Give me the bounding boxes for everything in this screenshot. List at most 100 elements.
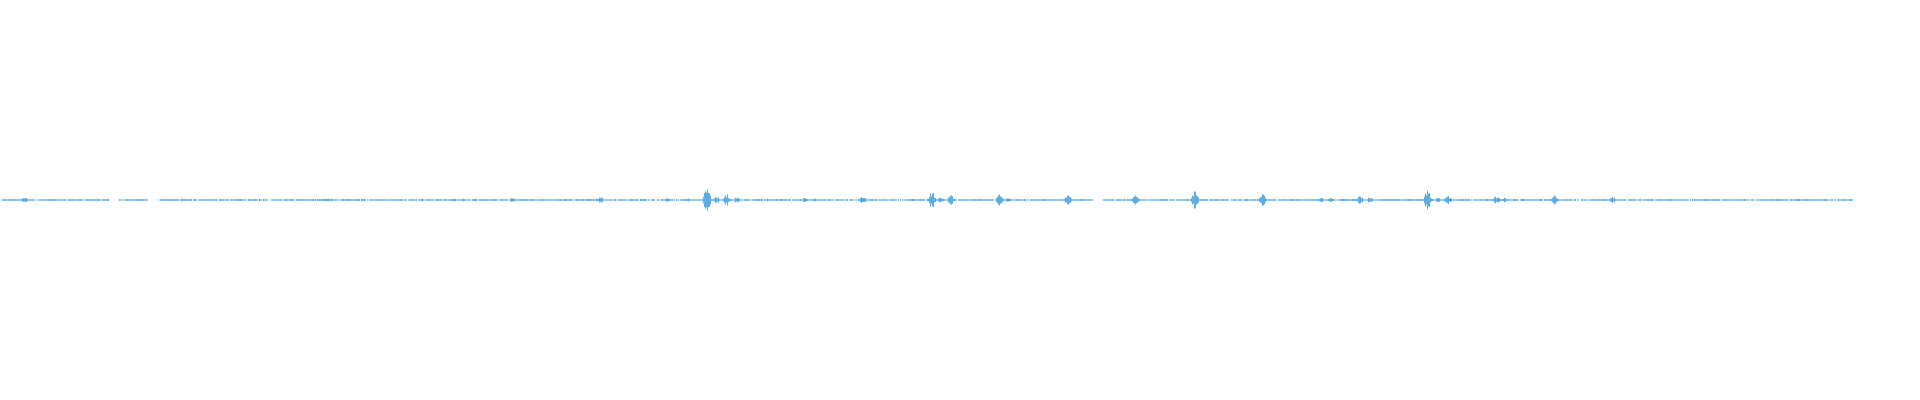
waveform-segment xyxy=(937,197,947,203)
waveform-segment xyxy=(1240,199,1249,201)
waveform-segment xyxy=(645,199,655,201)
waveform-segment xyxy=(392,199,402,201)
waveform-segment xyxy=(1707,199,1717,201)
waveform-segment xyxy=(129,199,139,201)
waveform-segment xyxy=(1648,199,1658,201)
waveform-segment xyxy=(664,198,674,202)
waveform-segment xyxy=(1161,199,1171,201)
waveform-segment xyxy=(470,199,480,201)
waveform-segment xyxy=(1697,199,1707,201)
waveform-segment xyxy=(119,199,129,201)
waveform-segment xyxy=(246,199,256,201)
waveform-segment xyxy=(657,199,665,201)
waveform-segment xyxy=(1736,199,1746,201)
waveform-segment xyxy=(596,197,606,203)
waveform-segment xyxy=(801,197,811,203)
waveform-segment xyxy=(617,199,626,201)
waveform-segment xyxy=(1687,199,1697,201)
waveform-segment xyxy=(198,199,207,201)
waveform-segment xyxy=(713,196,723,204)
waveform-segment xyxy=(294,199,304,201)
waveform-segment xyxy=(90,198,100,202)
waveform-segment xyxy=(1181,199,1191,201)
waveform-segment xyxy=(1775,199,1785,201)
waveform-segment xyxy=(421,199,431,201)
waveform-segment xyxy=(772,199,782,201)
waveform-segment xyxy=(343,199,353,201)
waveform-segment xyxy=(958,199,967,201)
waveform-segment xyxy=(830,199,840,201)
waveform-segment xyxy=(908,199,918,201)
waveform-segment xyxy=(41,199,51,201)
waveform-segment xyxy=(1064,195,1074,205)
waveform-segment xyxy=(333,199,343,201)
waveform-segment xyxy=(479,199,489,201)
waveform-segment xyxy=(1493,196,1503,204)
waveform-segment xyxy=(60,199,70,201)
waveform-segment xyxy=(1619,199,1628,201)
waveform-segment xyxy=(1035,199,1045,201)
waveform-segment xyxy=(411,199,421,201)
waveform-segment xyxy=(51,199,61,201)
waveform-segment xyxy=(265,199,275,201)
waveform-segment xyxy=(1210,199,1220,201)
waveform-segment xyxy=(304,199,314,201)
waveform-segment xyxy=(1757,199,1766,201)
waveform-segment xyxy=(703,189,713,211)
waveform-segment xyxy=(859,197,869,203)
waveform-segment xyxy=(2,199,12,201)
waveform-segment xyxy=(528,199,537,201)
waveform-segment xyxy=(966,199,976,201)
waveform-segment xyxy=(499,199,508,201)
waveform-segment xyxy=(1434,198,1444,202)
waveform-segment xyxy=(1717,199,1727,201)
waveform-segment xyxy=(431,199,441,201)
waveform-segment xyxy=(21,198,31,202)
waveform-segment xyxy=(1327,198,1337,202)
waveform-segment xyxy=(1668,199,1678,201)
waveform-segment xyxy=(1658,199,1668,201)
waveform-segment xyxy=(187,199,197,201)
waveform-segment xyxy=(1765,199,1775,201)
waveform-segment xyxy=(168,199,178,201)
waveform-segment xyxy=(1454,199,1464,201)
waveform-segment xyxy=(1231,199,1240,201)
waveform-segment xyxy=(733,197,743,203)
waveform-segment xyxy=(1083,199,1093,201)
waveform-segment xyxy=(255,199,265,201)
waveform-segment xyxy=(460,198,470,202)
waveform-segment xyxy=(1385,199,1395,201)
waveform-segment xyxy=(1307,199,1317,201)
waveform-segment xyxy=(1152,199,1162,201)
waveform-segment xyxy=(781,199,791,201)
waveform-segment xyxy=(1122,199,1132,201)
waveform-segment xyxy=(1220,199,1229,201)
waveform-segment xyxy=(996,194,1006,206)
waveform-segment xyxy=(947,195,957,205)
waveform-segment xyxy=(1483,199,1493,201)
waveform-segment xyxy=(1288,199,1298,201)
waveform-segment xyxy=(1609,197,1619,203)
waveform-segment xyxy=(1259,193,1269,207)
waveform-segment xyxy=(1103,199,1113,201)
waveform-segment xyxy=(362,199,372,201)
waveform-segment xyxy=(382,199,392,201)
waveform-segment xyxy=(80,199,90,201)
waveform-segment xyxy=(1600,199,1610,201)
waveform-segment xyxy=(1541,199,1551,201)
waveform-segment xyxy=(1512,199,1522,201)
waveform-segment xyxy=(518,199,528,201)
waveform-segment xyxy=(1502,197,1512,203)
waveform-segment xyxy=(918,199,928,201)
waveform-segment xyxy=(323,198,333,202)
waveform-segment xyxy=(548,199,558,201)
waveform-segment xyxy=(285,199,295,201)
waveform-segment xyxy=(1132,195,1142,205)
waveform-segment xyxy=(1785,199,1795,201)
waveform-segment xyxy=(1044,199,1054,201)
waveform-segment xyxy=(372,199,382,201)
waveform-segment xyxy=(840,199,850,201)
waveform-segment xyxy=(1424,190,1434,210)
waveform-segment xyxy=(70,199,80,201)
